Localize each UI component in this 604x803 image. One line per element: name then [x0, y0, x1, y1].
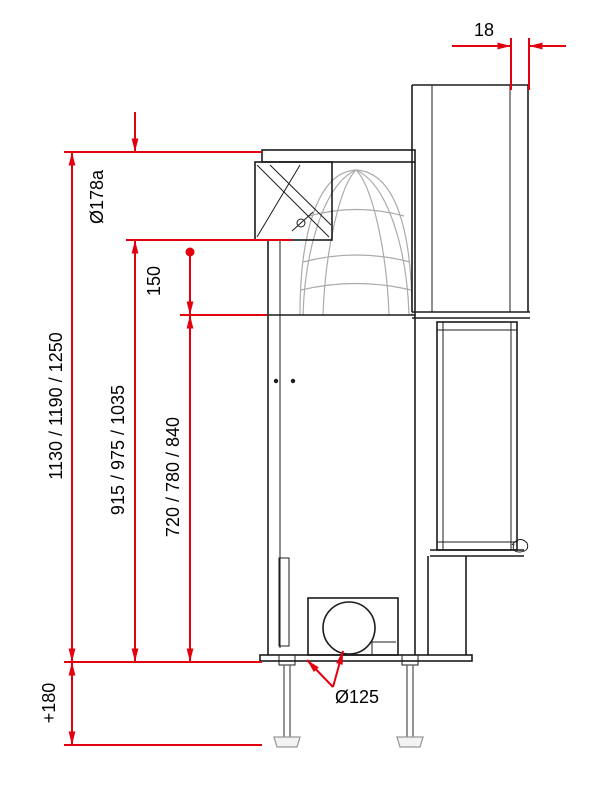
appliance-drawing [254, 84, 530, 748]
dim-label-flue-height: 915 / 975 / 1035 [108, 385, 128, 515]
damper-pivot [296, 218, 306, 228]
dim-label-overall-height: 1130 / 1190 / 1250 [46, 332, 66, 479]
fixing-hole [273, 378, 279, 384]
dim-label-top-edge-height: 720 / 780 / 840 [163, 417, 183, 537]
dim-label-flue-diameter: Ø178a [87, 169, 107, 224]
dimension-extension-lines [64, 38, 530, 746]
flue-connector [254, 161, 333, 241]
power-cable [511, 539, 529, 553]
dim-label-leg-extension: +180 [39, 683, 59, 724]
fixing-hole [290, 378, 296, 384]
dome-hidden-lines [299, 169, 413, 316]
foot-pad [396, 736, 424, 748]
dim-label-flue-center-offset: 150 [144, 266, 164, 296]
door-edge [278, 557, 290, 647]
foot-pad [273, 736, 301, 748]
support-bracket [427, 556, 467, 655]
right-glass-panel [411, 84, 530, 319]
firebox-column [267, 162, 416, 655]
dim-label-outlet-diameter: Ø125 [335, 687, 379, 707]
leader-outlet-plate [306, 659, 334, 688]
base-plate [259, 654, 473, 662]
dimension-labels: 18 Ø178a 150 1130 / 1190 / 1250 915 / 97… [39, 20, 494, 723]
dim-reference-dot [185, 247, 195, 257]
dimension-lines [68, 42, 566, 745]
heat-exchanger-drum [430, 321, 529, 557]
foot-right [396, 654, 424, 748]
outlet-circle [322, 601, 376, 655]
dim-label-panel-thickness: 18 [474, 20, 494, 40]
top-plate [261, 149, 416, 163]
outlet-box [307, 597, 399, 656]
leader-outlet-circle [332, 650, 344, 688]
foot-left [273, 654, 301, 748]
